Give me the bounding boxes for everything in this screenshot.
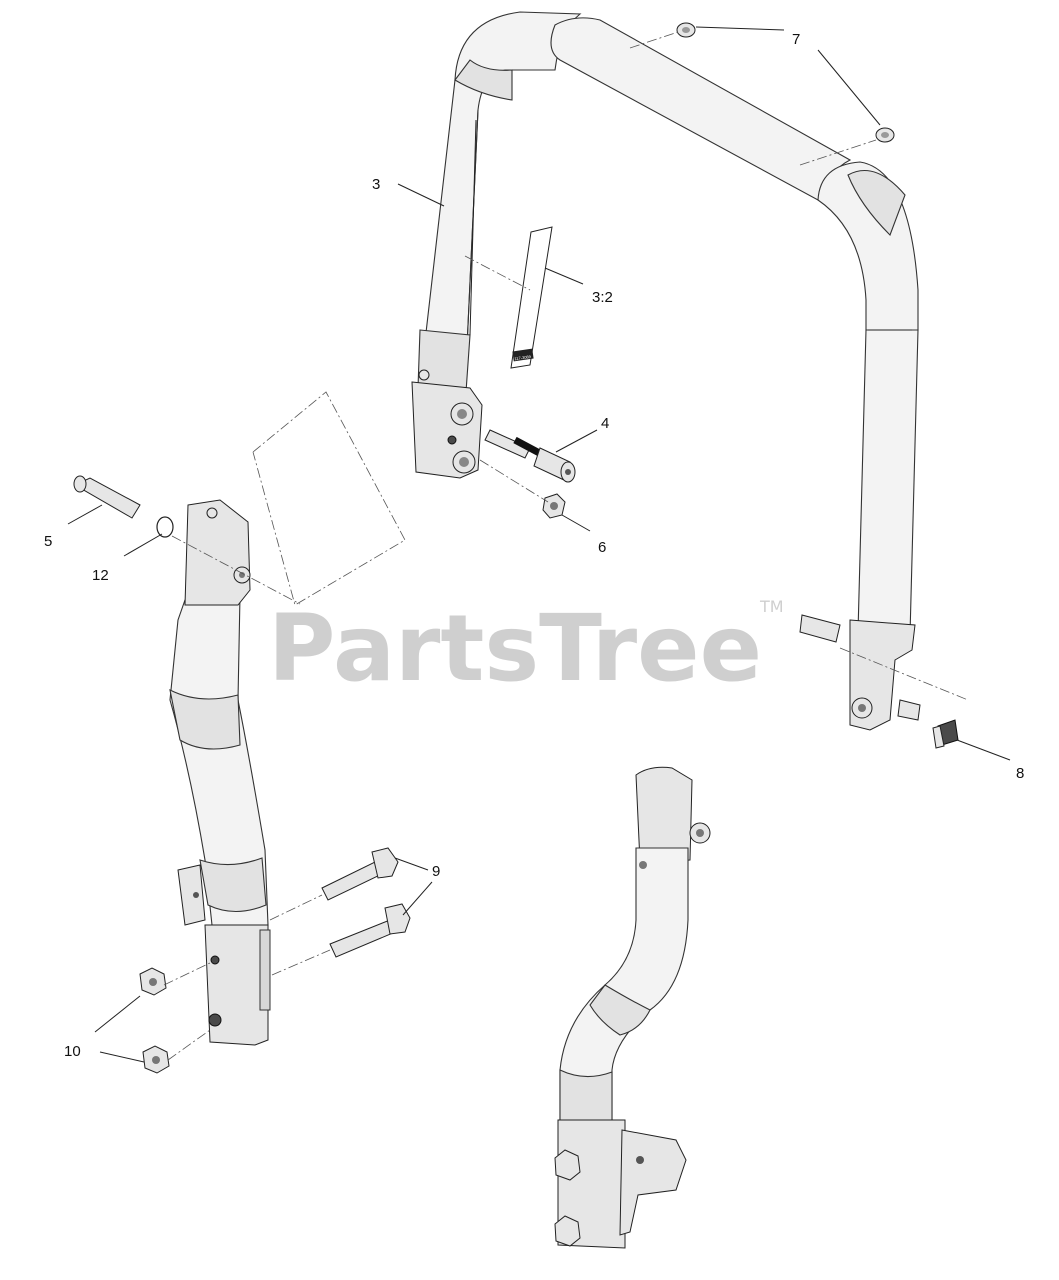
callout-3-2: 3:2 [592, 289, 613, 306]
flange-nut-6 [542, 493, 566, 519]
knob-8 [932, 719, 959, 749]
clevis-pin-5 [73, 475, 141, 519]
bolts-9 [321, 847, 411, 958]
decal-text: 117-3089 [514, 354, 532, 361]
callout-8: 8 [1016, 765, 1024, 782]
upper-right-hinge-bracket [799, 614, 921, 731]
callout-4: 4 [601, 415, 609, 432]
hairpin-ring-12 [156, 516, 174, 538]
upper-rollbar-tube [417, 11, 919, 636]
upper-left-hinge-bracket [411, 369, 483, 479]
partstree-watermark: PartsTree TM [268, 595, 784, 702]
watermark-trademark: TM [759, 597, 784, 616]
warning-decal: 117-3089 [510, 226, 553, 369]
callout-6: 6 [598, 539, 606, 556]
callout-3: 3 [372, 176, 380, 193]
right-lower-rollbar [554, 766, 711, 1249]
spring-pin-assembly [484, 429, 576, 483]
callout-9: 9 [432, 863, 440, 880]
callout-12: 12 [92, 567, 109, 584]
callout-7: 7 [792, 31, 800, 48]
assembly-centerlines [163, 31, 969, 1061]
callout-5: 5 [44, 533, 52, 550]
flange-nuts-10 [139, 967, 170, 1074]
leader-lines [67, 26, 1011, 1063]
callout-labels: 3 3:2 4 5 6 7 8 9 10 12 [44, 31, 1024, 1060]
rubber-bumpers [676, 22, 895, 143]
watermark-brand: PartsTree [268, 595, 762, 702]
callout-10: 10 [64, 1043, 81, 1060]
left-lower-rollbar [169, 499, 271, 1046]
